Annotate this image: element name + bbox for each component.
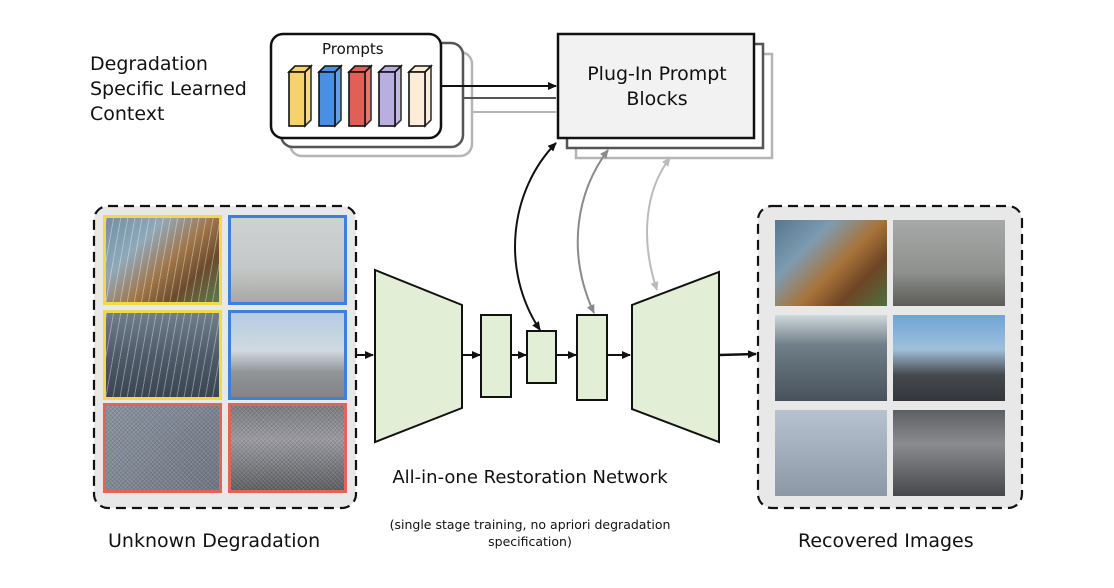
prompt-red-bar (347, 64, 373, 128)
noisy-racecar-image (228, 403, 347, 493)
recovered-images-label: Recovered Images (798, 530, 974, 552)
decoder-stage-block (576, 314, 608, 401)
plugin-label: Plug-In Prompt Blocks (587, 63, 727, 110)
plugin-connection-3 (646, 157, 671, 291)
output-arrow (718, 350, 757, 359)
bottleneck-block (526, 330, 557, 384)
context-label: Degradation Specific Learned Context (90, 53, 247, 125)
encoder-block (374, 268, 463, 444)
clean-cyclist-image (893, 220, 1005, 306)
prompt-cream-bar (407, 64, 433, 128)
plugin-block-stack (556, 32, 774, 160)
prompt-blue-bar (317, 64, 343, 128)
rainy-seal-image (103, 310, 222, 400)
clean-seal-image (775, 315, 887, 401)
network-title: All-in-one Restoration Network (392, 467, 668, 488)
plugin-block (556, 32, 756, 140)
clean-racecar-image (893, 410, 1005, 496)
plugin-connection-2 (576, 149, 609, 314)
prompt-purple-bar (377, 64, 403, 128)
prompt-yellow-bar (287, 64, 313, 128)
clean-dog-image (775, 220, 887, 306)
plugin-connection-1 (514, 142, 557, 331)
prompt-bars (287, 64, 433, 128)
rainy-dog-image (103, 215, 222, 305)
hazy-street-image (228, 310, 347, 400)
unknown-degradation-label: Unknown Degradation (108, 530, 321, 552)
clean-street-image (893, 315, 1005, 401)
noisy-airplane-image (103, 403, 222, 493)
network-subtitle: (single stage training, no apriori degra… (389, 517, 671, 549)
clean-airplane-image (775, 410, 887, 496)
prompts-title: Prompts (322, 40, 384, 58)
hazy-cyclist-image (228, 215, 347, 305)
decoder-block (631, 270, 720, 444)
encoder-stage-block (480, 314, 512, 398)
